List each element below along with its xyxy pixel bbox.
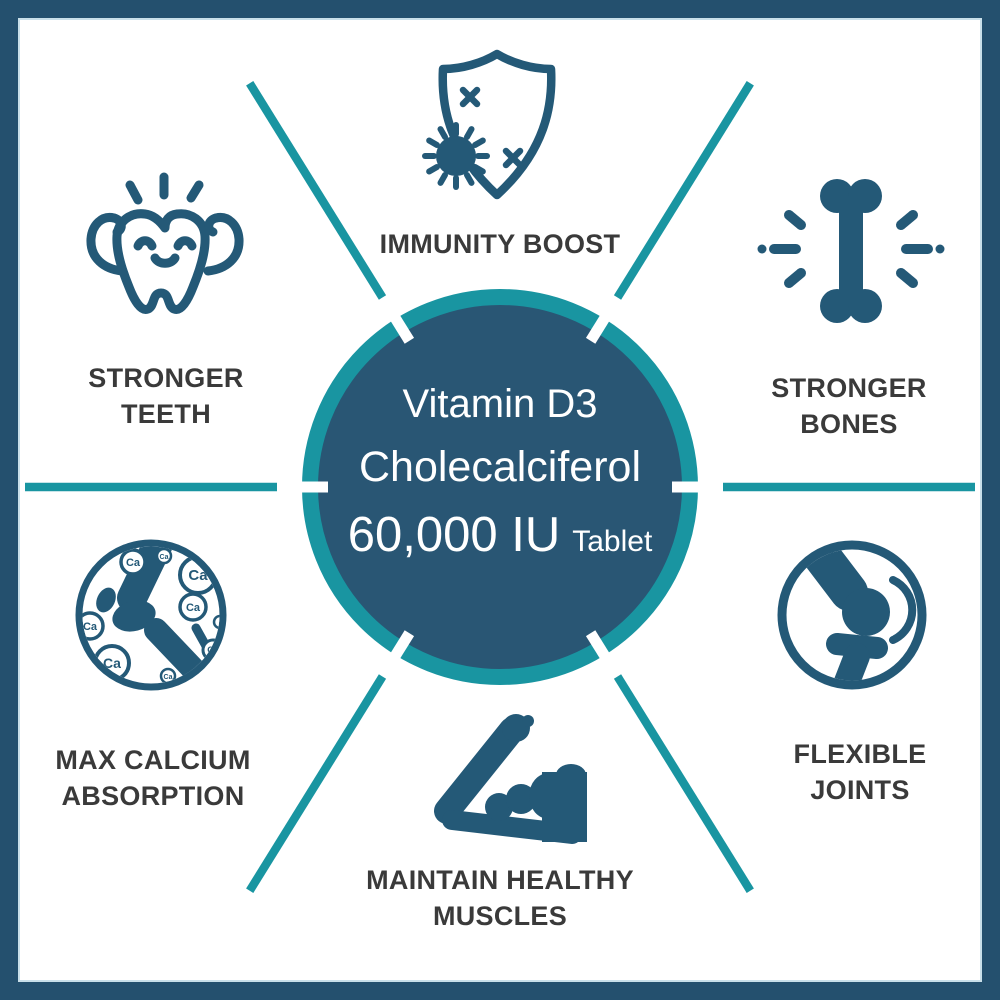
knee-bones xyxy=(792,549,917,681)
bicep-muscle-icon xyxy=(434,714,587,844)
benefit-label-max-calcium-absorption: MAX CALCIUM ABSORPTION xyxy=(55,745,251,811)
svg-text:Ca: Ca xyxy=(126,557,141,569)
product-dose-form: Tablet xyxy=(572,525,653,558)
svg-text:Ca: Ca xyxy=(188,567,208,584)
svg-text:Ca: Ca xyxy=(186,602,201,614)
strong-tooth-icon xyxy=(86,172,244,314)
benefit-label-flexible-joints: FLEXIBLE JOINTS xyxy=(793,739,927,805)
bone-icon xyxy=(757,179,945,323)
product-dose: 60,000 IU xyxy=(347,508,561,562)
virus-cross-marks xyxy=(459,86,524,169)
virus-body xyxy=(422,122,490,190)
bone-shine-rays xyxy=(769,210,933,288)
benefit-label-stronger-bones: STRONGER BONES xyxy=(771,373,927,439)
benefit-label-maintain-healthy-muscles: MAINTAIN HEALTHY MUSCLES xyxy=(366,865,634,931)
svg-text:Ca: Ca xyxy=(83,621,98,633)
benefit-label-stronger-teeth: STRONGER TEETH xyxy=(88,363,244,429)
svg-text:Ca: Ca xyxy=(103,655,121,671)
benefit-label-immunity-boost: IMMUNITY BOOST xyxy=(379,229,621,259)
svg-text:Ca: Ca xyxy=(160,554,169,561)
shield-virus-icon xyxy=(422,49,556,200)
product-chemical-name: Cholecalciferol xyxy=(358,443,642,491)
calcium-joint-icon: Ca Ca Ca Ca Ca Ca Ca Ca xyxy=(75,539,227,691)
ring-notches xyxy=(292,307,708,667)
center-product-text: Vitamin D3 Cholecalciferol 60,000 IU Tabl… xyxy=(348,374,653,577)
product-dose-line: 60,000 IU Tablet xyxy=(348,500,653,577)
spoke-lines xyxy=(25,81,975,893)
svg-text:Ca: Ca xyxy=(164,674,173,681)
knee-joint-icon xyxy=(777,540,927,690)
product-name: Vitamin D3 xyxy=(402,382,598,426)
